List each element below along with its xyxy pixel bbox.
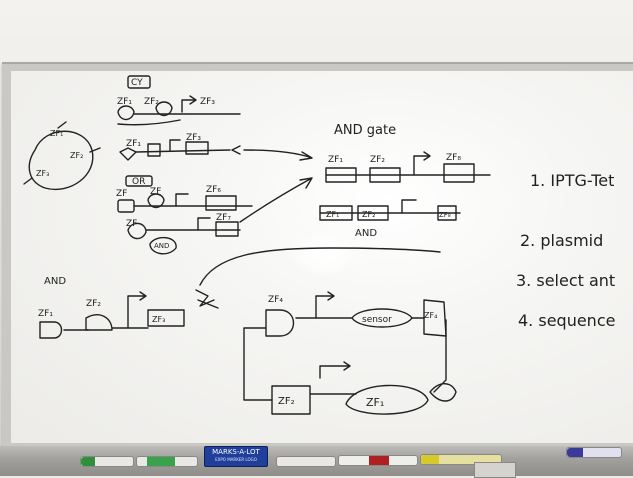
loop-zf4-b: ZF₄ (424, 311, 437, 320)
and-small-label: AND (154, 242, 169, 250)
marker-sub-text: EXPO MARKER LOGO (215, 457, 257, 462)
board-labels: CY ZF₁ ZF₂ ZF₃ ZF₁ ZF₃ OR ZF ZF ZF₆ ZF Z… (36, 78, 615, 409)
marker-grey[interactable] (276, 456, 336, 467)
marker-purple-blue[interactable] (566, 447, 622, 458)
and-gate-zf2: ZF₂ (370, 155, 385, 165)
zf-row2-b: ZF₃ (186, 133, 201, 143)
todo-2: 2. plasmid (520, 231, 603, 250)
zf-row1-b: ZF₂ (144, 97, 159, 107)
and-gate-box3: ZF₈ (439, 211, 451, 219)
cycle-diagram (23, 121, 101, 191)
zf-or-a: ZF (116, 189, 127, 199)
loop-circuit (243, 291, 457, 415)
marker-yellow[interactable] (420, 454, 502, 465)
zf-row-2 (119, 139, 313, 161)
loop-sensor: sensor (362, 315, 392, 325)
and-left-zf3: ZF₃ (152, 315, 165, 324)
zf-row2-a: ZF₁ (126, 139, 141, 149)
cycle-label-1: ZF₁ (50, 129, 63, 138)
and-gate-sub: AND (355, 228, 377, 239)
and-gate-title: AND gate (334, 123, 396, 138)
loop-zf4: ZF₄ (268, 295, 283, 305)
zf-or2-a: ZF (126, 219, 137, 229)
cycle-label-3: ZF₃ (36, 169, 49, 178)
and-gate-box2: ZF₂ (362, 210, 375, 219)
and-gate-zf8: ZF₈ (446, 153, 461, 163)
marker-marks-a-lot[interactable]: MARKS-A-LOT EXPO MARKER LOGO (204, 446, 268, 467)
todo-3: 3. select ant (516, 271, 615, 290)
and-gate-zf1: ZF₁ (328, 155, 343, 165)
and-gate-box1: ZF₁ (326, 210, 339, 219)
cy-label: CY (131, 78, 143, 88)
zf-or-b: ZF (150, 187, 161, 197)
cy-cluster (117, 75, 241, 126)
and-left-diagram (39, 291, 185, 339)
marker-green-2[interactable] (136, 456, 198, 467)
marker-red-black[interactable] (338, 455, 418, 466)
and-left-zf2: ZF₂ (86, 299, 101, 309)
or-cluster (117, 175, 313, 255)
and-left-zf1: ZF₁ (38, 309, 53, 319)
todo-1: 1. IPTG-Tet (530, 171, 614, 190)
loop-zf1: ZF₁ (366, 396, 384, 409)
or-label: OR (132, 177, 145, 187)
and-gate-diagram (195, 151, 491, 309)
and-left-title: AND (44, 276, 66, 287)
cycle-label-2: ZF₂ (70, 151, 83, 160)
zf-or-c: ZF₆ (206, 185, 221, 195)
loop-zf2: ZF₂ (278, 396, 295, 407)
light-glare (292, 232, 354, 276)
zf-row1-c: ZF₃ (200, 97, 215, 107)
marker-green[interactable] (80, 456, 134, 467)
marker-brand-text: MARKS-A-LOT (212, 448, 260, 456)
todo-4: 4. sequence (518, 311, 615, 330)
zf-or2-b: ZF₇ (216, 213, 231, 223)
zf-row1-a: ZF₁ (117, 97, 132, 107)
